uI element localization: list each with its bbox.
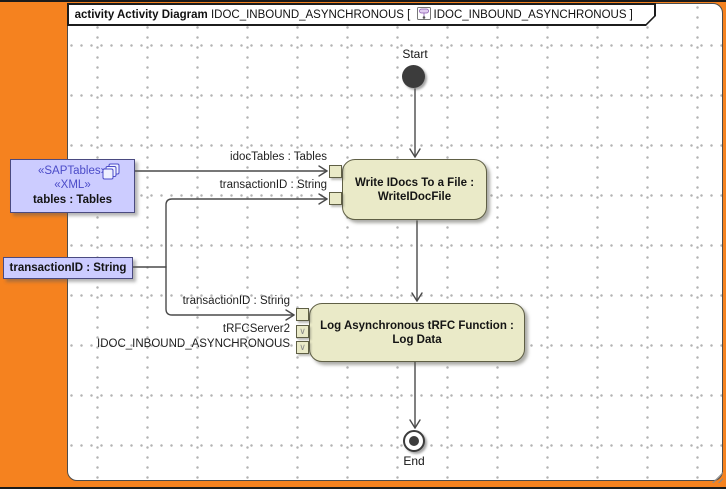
activity-log-data[interactable]: Log Asynchronous tRFC Function : Log Dat… — [309, 303, 525, 362]
input-pin-transactionid-write[interactable] — [329, 192, 342, 205]
input-pin-transactionid-log[interactable] — [296, 308, 309, 321]
activity-diagram-icon — [417, 7, 431, 23]
activity-write-idocs[interactable]: Write IDocs To a File : WriteIDocFile — [342, 159, 487, 220]
edge-label-trfcserver2[interactable]: tRFCServer2 — [222, 323, 290, 335]
end-node-dot — [409, 436, 419, 446]
end-node-label[interactable]: End — [403, 454, 425, 468]
object-node-transactionid[interactable]: transactionID : String — [3, 257, 133, 279]
frame-header-diagram-name: IDOC_INBOUND_ASYNCHRONOUS [ — [207, 8, 414, 21]
stereotype-saptables: «SAPTables» — [37, 165, 108, 177]
object-node-tables-label: tables : Tables — [32, 194, 113, 206]
value-pin-check-icon: ∨ — [299, 342, 306, 352]
start-node-label[interactable]: Start — [402, 47, 428, 61]
edge-label-idoc-inbound[interactable]: IDOC_INBOUND_ASYNCHRONOUS — [97, 338, 290, 350]
value-pin-idoc-inbound[interactable]: ∨ — [296, 341, 309, 354]
stereotype-xml: «XML» — [54, 179, 91, 191]
value-pin-trfcserver2[interactable]: ∨ — [296, 325, 309, 338]
frame-header-context-name: IDOC_INBOUND_ASYNCHRONOUS ] — [433, 8, 633, 21]
activity-write-idocs-line1: Write IDocs To a File : — [354, 176, 475, 189]
edge-label-transactionid-upper[interactable]: transactionID : String — [219, 179, 327, 191]
end-node[interactable] — [403, 430, 425, 452]
edge-label-transactionid-lower[interactable]: transactionID : String — [182, 295, 290, 307]
start-node[interactable] — [402, 65, 425, 88]
activity-log-data-line1: Log Asynchronous tRFC Function : — [320, 319, 514, 332]
diagram-frame-header[interactable]: activity Activity Diagram IDOC_INBOUND_A… — [67, 3, 656, 26]
frame-header-kind: activity Activity Diagram — [74, 8, 208, 21]
edge-label-idoctables[interactable]: idocTables : Tables — [230, 151, 327, 163]
copies-icon — [102, 163, 121, 186]
object-node-tables[interactable]: «SAPTables» «XML» tables : Tables — [10, 159, 135, 213]
activity-write-idocs-line2: WriteIDocFile — [377, 190, 452, 203]
activity-log-data-line2: Log Data — [392, 333, 442, 346]
value-pin-check-icon: ∨ — [299, 326, 306, 336]
diagram-frame[interactable] — [67, 3, 723, 481]
object-node-transactionid-label: transactionID : String — [9, 262, 127, 274]
input-pin-idoctables[interactable] — [329, 165, 342, 178]
